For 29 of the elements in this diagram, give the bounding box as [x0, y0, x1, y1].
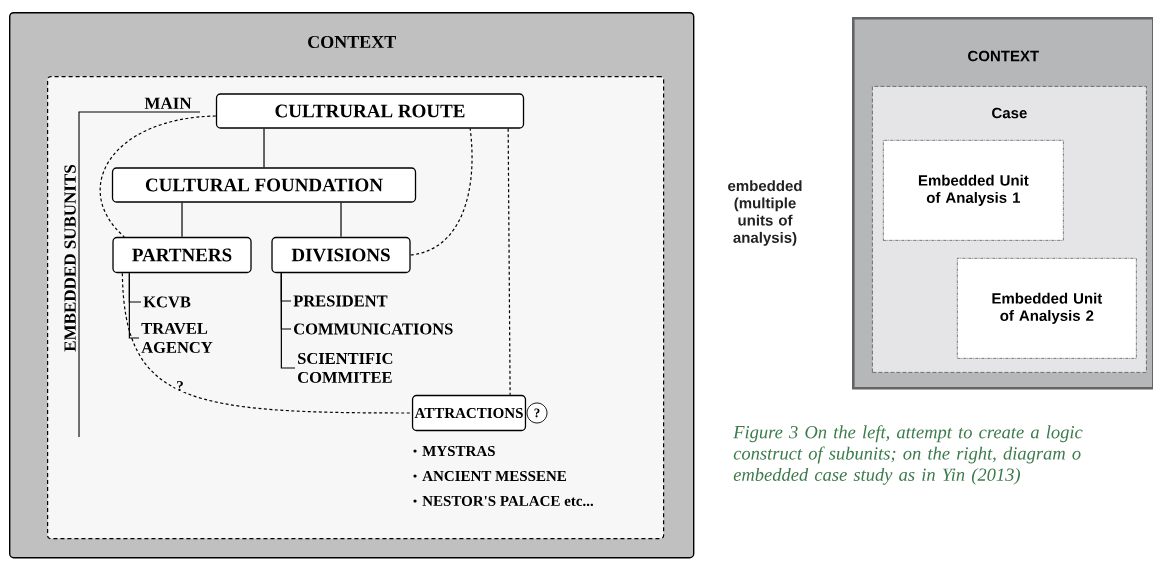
unit-box: Embedded Unit of Analysis 1 [883, 140, 1064, 241]
bracket-label: MAIN [144, 97, 192, 109]
figure-caption: Figure 3 On the left, attempt to create a logic construct of subunits; on the right, diagram o embedded case study as in Yin (2013) [733, 425, 1083, 485]
edge-label: ? [175, 379, 185, 393]
dashed-connector [507, 128, 511, 396]
subunit-text: PRESIDENT [293, 295, 388, 307]
rounded-box: DIVISIONS [271, 236, 411, 274]
subunit-text: SCIENTIFIC COMMITEE [298, 352, 393, 383]
circled-question-mark: ? [526, 402, 548, 424]
dashed-connector [99, 115, 217, 238]
bullet-item: NESTOR'S PALACE etc... [413, 495, 594, 507]
dashed-connector [121, 272, 413, 414]
rounded-box: CULTRURAL ROUTE [215, 93, 525, 129]
side-note: embedded (multiple units of analysis) [728, 180, 802, 246]
connector-line [181, 202, 183, 238]
connector-line [263, 128, 265, 168]
unit-box: Embedded Unit of Analysis 2 [957, 258, 1137, 359]
subunit-text: KCVB [143, 296, 191, 308]
subunit-text: TRAVEL AGENCY [141, 323, 213, 353]
rounded-box: CULTURAL FOUNDATION [111, 167, 417, 203]
bullet-item: MYSTRAS [413, 445, 495, 457]
connector-line [280, 272, 296, 369]
subunit-text: COMMUNICATIONS [294, 323, 453, 335]
rounded-box: PARTNERS [112, 236, 252, 274]
bracket-label: EMBEDDED SUBUNITS [64, 165, 76, 352]
bullet-item: ANCIENT MESSENE [413, 470, 567, 482]
connector-line [340, 202, 342, 238]
connector-line [128, 272, 140, 339]
dashed-connector [410, 128, 473, 256]
